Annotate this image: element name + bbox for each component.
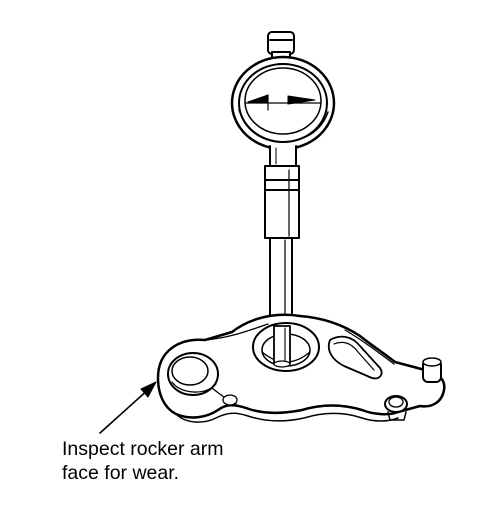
rocker-arm bbox=[156, 313, 446, 423]
callout-text: Inspect rocker arm face for wear. bbox=[62, 437, 223, 485]
indicator-sleeve bbox=[264, 165, 300, 239]
dial-gauge bbox=[230, 55, 336, 151]
arrow-icon bbox=[99, 381, 157, 434]
callout-line-1: Inspect rocker arm bbox=[62, 438, 224, 460]
indicator-neck bbox=[269, 145, 297, 167]
rod-tip bbox=[273, 325, 291, 368]
callout-line-2: face for wear. bbox=[62, 462, 180, 484]
